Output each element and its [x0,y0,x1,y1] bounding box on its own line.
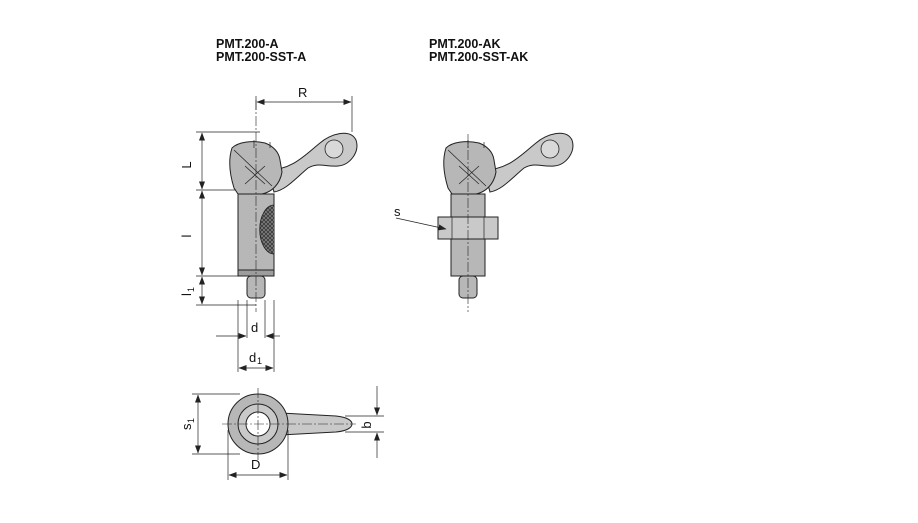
side-view-left: R L l l 1 d d 1 [179,85,358,372]
lever-handle-right [483,132,574,193]
svg-text:s: s [179,423,194,430]
lever-handle-left [267,132,358,193]
svg-text:1: 1 [186,418,196,423]
dim-s: s [394,204,401,219]
cam-head-right [443,141,497,195]
title-left-line1: PMT.200-A [216,37,279,51]
top-view: s 1 b D [179,386,384,480]
dim-b: b [359,421,374,428]
dim-d1: d 1 [249,350,262,366]
dim-l1: l 1 [179,287,196,296]
title-left-line2: PMT.200-SST-A [216,50,307,64]
dim-D: D [251,457,260,472]
svg-text:l: l [179,293,194,296]
dim-d: d [251,320,258,335]
svg-text:d: d [249,350,256,365]
dim-l: l [179,234,194,237]
title-right-line2: PMT.200-SST-AK [429,50,529,64]
side-view-right: s [394,132,574,312]
title-right-line1: PMT.200-AK [429,37,501,51]
dim-R: R [298,85,307,100]
dim-s1: s 1 [179,418,196,430]
dim-L: L [179,161,194,168]
svg-text:1: 1 [186,287,196,292]
svg-text:1: 1 [257,356,262,366]
